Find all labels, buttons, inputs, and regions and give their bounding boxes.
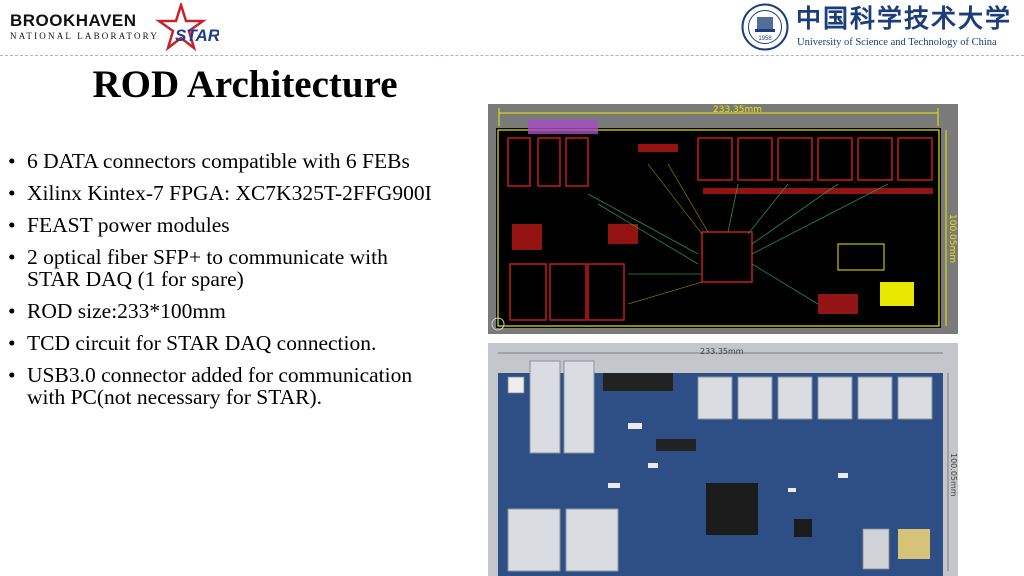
pcb-layout-width-dim: 233.35mm [713, 105, 762, 115]
brookhaven-logo: BROOKHAVEN NATIONAL LABORATORY [10, 12, 159, 42]
bullet-item: 2 optical fiber SFP+ to communicate with… [6, 246, 436, 290]
bullet-item: TCD circuit for STAR DAQ connection. [6, 332, 436, 354]
star-logo-text: STAR [175, 26, 219, 45]
bullet-list: 6 DATA connectors compatible with 6 FEBs… [6, 150, 436, 418]
bullet-item: FEAST power modules [6, 214, 436, 236]
slide-header: BROOKHAVEN NATIONAL LABORATORY STAR 1958… [0, 0, 1024, 56]
bullet-item: ROD size:233*100mm [6, 300, 436, 322]
brookhaven-logo-subtitle: NATIONAL LABORATORY [10, 31, 160, 41]
ustc-name-chinese: 中国科学技术大学 [796, 4, 1013, 33]
slide-title: ROD Architecture [92, 63, 398, 106]
ustc-name-english: University of Science and Technology of … [797, 37, 997, 48]
bullet-item: USB3.0 connector added for communication… [6, 364, 436, 408]
pcb-render-image: 233.35mm 100.05mm [488, 343, 958, 576]
brookhaven-logo-name: BROOKHAVEN [10, 11, 137, 30]
ustc-seal-icon: 1958 [741, 3, 789, 51]
ustc-seal-year: 1958 [758, 36, 772, 42]
pcb-render-height-dim: 100.05mm [949, 453, 958, 497]
bullet-item: Xilinx Kintex-7 FPGA: XC7K325T-2FFG900I [6, 182, 436, 204]
pcb-layout-image: 233.35mm 100.05mm [488, 104, 958, 334]
star-logo: STAR [155, 3, 219, 52]
pcb-render-width-dim: 233.35mm [700, 347, 744, 356]
pcb-layout-height-dim: 100.05mm [947, 214, 957, 263]
bullet-item: 6 DATA connectors compatible with 6 FEBs [6, 150, 436, 172]
header-divider [0, 55, 1024, 56]
